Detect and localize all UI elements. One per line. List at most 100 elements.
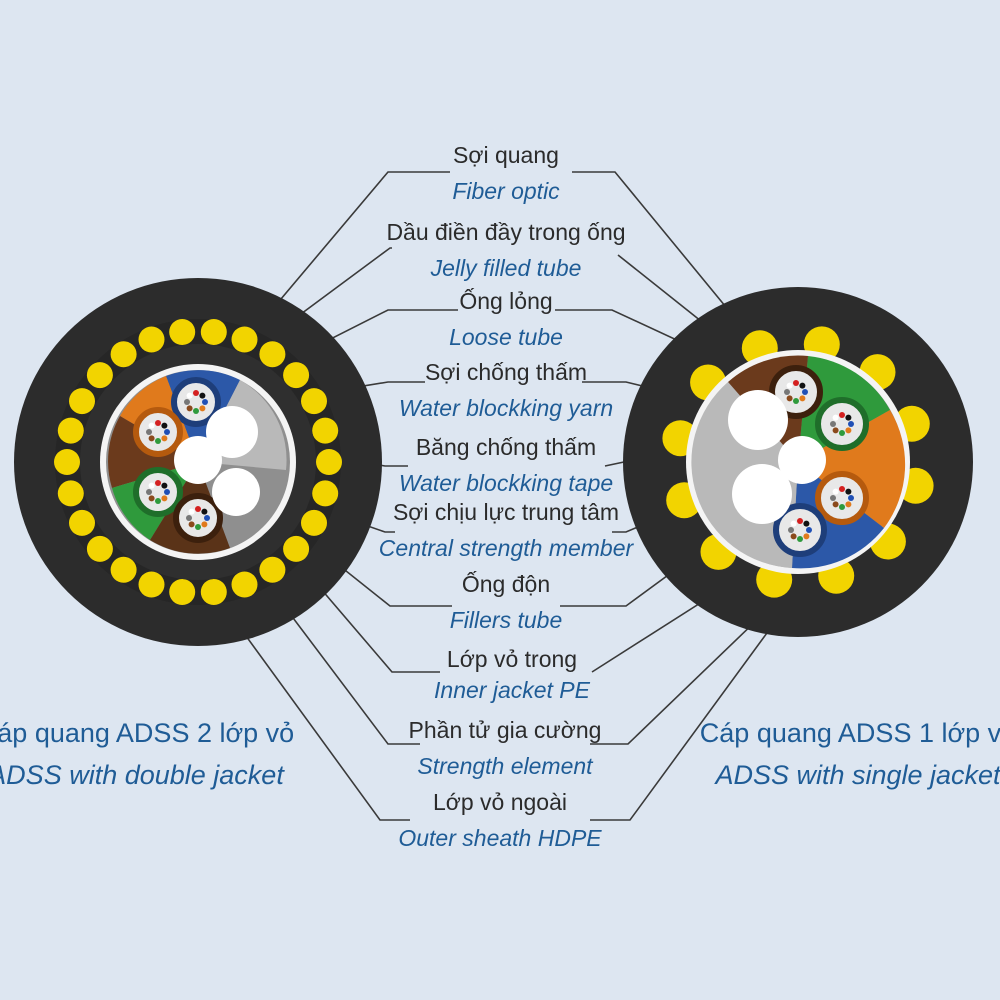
fiber-dot — [803, 533, 810, 540]
central-strength-member — [174, 436, 222, 484]
fiber-dot — [830, 495, 836, 501]
fiber-dot — [790, 533, 797, 540]
strength-yarn-bead — [200, 579, 227, 605]
label-outer-vi: Lớp vỏ ngoài — [433, 789, 567, 815]
strength-yarn-bead — [138, 571, 165, 598]
fiber-dot — [161, 422, 168, 429]
fiber-dot — [845, 427, 852, 434]
fiber-dot — [832, 488, 839, 495]
fiber-dot — [199, 405, 206, 412]
fiber-dot — [839, 430, 845, 436]
strength-yarn-bead — [86, 362, 113, 389]
label-jelly-en: Jelly filled tube — [430, 255, 582, 281]
component-labels: Sợi quang Fiber optic Dầu điền đầy trong… — [379, 142, 635, 851]
fiber-dot — [797, 536, 803, 542]
strength-yarn-bead — [259, 556, 286, 583]
fiber-dot — [146, 429, 152, 435]
label-filler-vi: Ống độn — [462, 570, 550, 597]
label-loose-tube-en: Loose tube — [449, 324, 563, 350]
strength-yarn-bead — [312, 480, 339, 507]
fiber-dot — [806, 527, 812, 533]
fiber-dots — [146, 390, 210, 530]
fiber-dot — [201, 508, 208, 515]
label-inner-en: Inner jacket PE — [434, 677, 591, 703]
fiber-dot — [788, 527, 794, 533]
fiber-dot — [830, 421, 836, 427]
fiber-bundle — [133, 467, 183, 517]
fiber-dot — [797, 518, 803, 524]
fiber-dot — [155, 438, 161, 444]
cable-captions: Cáp quang ADSS 2 lớp vỏ ADSS with double… — [0, 718, 1000, 790]
fiber-dot — [164, 489, 170, 495]
label-outer-en: Outer sheath HDPE — [398, 825, 602, 851]
central-strength-member — [778, 436, 826, 484]
strength-yarn-bead — [69, 388, 95, 415]
strength-yarn-bead — [138, 326, 165, 353]
fiber-dot — [848, 495, 854, 501]
fiber-dot — [148, 435, 155, 442]
fiber-bundle — [173, 493, 223, 543]
fiber-dot — [845, 488, 852, 495]
fiber-dot — [839, 412, 845, 418]
strength-yarn-bead — [301, 509, 327, 536]
leader-right-outer — [590, 621, 776, 821]
fiber-dot — [832, 501, 839, 508]
fiber-dot — [201, 521, 208, 528]
fiber-bundle — [133, 407, 183, 457]
strength-yarn-bead — [312, 417, 339, 444]
fiber-dot — [790, 520, 797, 527]
strength-yarn-bead — [259, 341, 286, 368]
leader-left-strength — [271, 589, 420, 745]
strength-yarn-bead — [69, 509, 95, 536]
cable-double-jacket — [14, 278, 382, 646]
fiber-dot — [839, 504, 845, 510]
label-fiber-optic-vi: Sợi quang — [453, 142, 559, 168]
label-yarn-en: Water blockking yarn — [399, 395, 613, 421]
loose-tube-orange — [798, 410, 906, 528]
fiber-dot — [802, 389, 808, 395]
label-strength-vi: Phần tử gia cường — [409, 717, 602, 743]
filler-tube — [732, 464, 792, 524]
fiber-dot — [202, 399, 208, 405]
label-loose-tube-vi: Ống lỏng — [459, 287, 552, 314]
fiber-dot — [845, 501, 852, 508]
fiber-dot — [799, 382, 806, 389]
fiber-dot — [195, 524, 201, 530]
fiber-bundle — [773, 503, 827, 557]
strength-yarn-bead — [231, 571, 258, 598]
fiber-dot — [148, 422, 155, 429]
caption-double-en: ADSS with double jacket — [0, 760, 285, 790]
fiber-dot — [832, 427, 839, 434]
fiber-dot — [793, 398, 799, 404]
fiber-dot — [161, 435, 168, 442]
strength-yarn-bead — [316, 449, 342, 475]
label-filler-en: Fillers tube — [450, 607, 562, 633]
strength-yarn-bead — [86, 535, 113, 562]
strength-yarn-bead — [283, 535, 310, 562]
label-tape-en: Water blockking tape — [399, 470, 613, 496]
strength-yarn-bead — [169, 579, 196, 605]
fiber-dot — [193, 408, 199, 414]
label-fiber-optic-en: Fiber optic — [452, 178, 560, 204]
fiber-dot — [161, 482, 168, 489]
fiber-dot — [188, 508, 195, 515]
fiber-dot — [803, 520, 810, 527]
strength-yarn-bead — [57, 417, 84, 444]
fiber-bundle — [815, 397, 869, 451]
cable-single-jacket — [623, 287, 973, 637]
fiber-dot — [155, 480, 161, 486]
fiber-dot — [164, 429, 170, 435]
filler-tube — [206, 406, 258, 458]
fiber-dot — [786, 382, 793, 389]
strength-yarn-bead — [169, 319, 196, 345]
fiber-dot — [146, 489, 152, 495]
fiber-dot — [184, 399, 190, 405]
fiber-dot — [204, 515, 210, 521]
caption-double-vi: Cáp quang ADSS 2 lớp vỏ — [0, 718, 294, 748]
strength-yarn-bead — [110, 341, 137, 368]
fiber-dot — [839, 486, 845, 492]
strength-yarn-bead — [110, 556, 137, 583]
fiber-dot — [845, 414, 852, 421]
label-csm-vi: Sợi chịu lực trung tâm — [393, 499, 619, 525]
filler-tube — [212, 468, 260, 516]
